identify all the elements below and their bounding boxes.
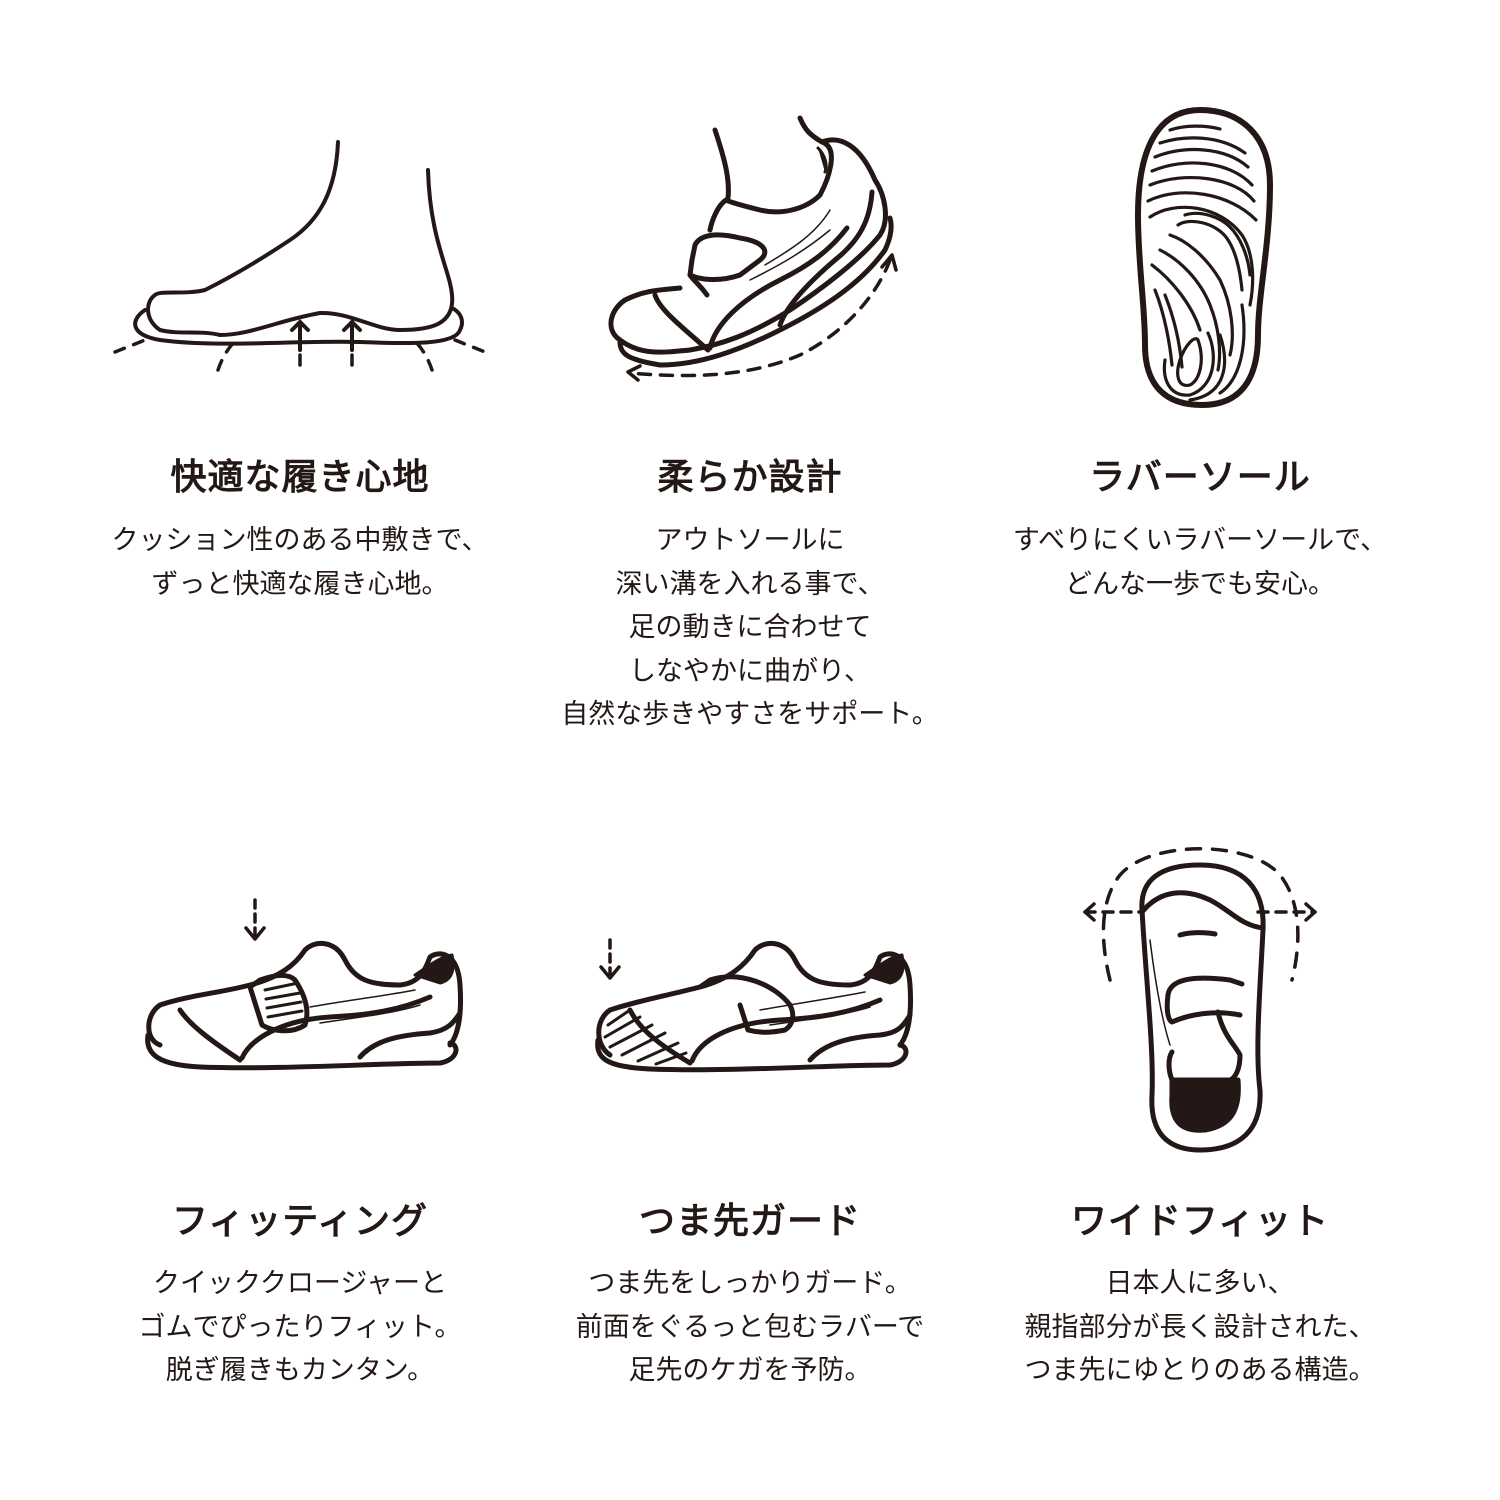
feature-title: 柔らか設計 [657, 457, 843, 498]
rubber-sole-icon [1134, 106, 1274, 409]
wide-fit-shoe-icon [1083, 847, 1317, 1153]
feature-flexible: 柔らか設計 アウトソールに 深い溝を入れる事で、 足の動きに合わせて しなやかに… [510, 0, 990, 740]
feature-description: クイッククロージャーと ゴムでぴったりフィット。 脱ぎ履きもカンタン。 [138, 1268, 462, 1386]
feature-description: 日本人に多い、 親指部分が長く設計された、 つま先にゆとりのある構造。 [1024, 1268, 1376, 1386]
feature-description: つま先をしっかりガード。 前面をぐるっと包むラバーで 足先のケガを予防。 [575, 1268, 925, 1386]
velcro-strap-shoe-icon [145, 898, 463, 1071]
feature-toe-guard: つま先ガード つま先をしっかりガード。 前面をぐるっと包むラバーで 足先のケガを… [510, 0, 990, 1400]
feature-description: クッション性のある中敷きで、 ずっと快適な履き心地。 [111, 525, 489, 600]
flexible-shoe-icon [608, 115, 898, 382]
feature-wide-fit: ワイドフィット 日本人に多い、 親指部分が長く設計された、 つま先にゆとりのある… [960, 0, 1440, 1400]
feature-description: すべりにくいラバーソールで、 どんな一歩でも安心。 [1012, 525, 1388, 600]
feature-description: アウトソールに 深い溝を入れる事で、 足の動きに合わせて しなやかに曲がり、 自… [561, 525, 939, 730]
feature-rubber-sole: ラバーソール すべりにくいラバーソールで、 どんな一歩でも安心。 [960, 0, 1440, 620]
feature-title: つま先ガード [638, 1201, 861, 1242]
feature-title: ワイドフィット [1070, 1201, 1330, 1242]
feature-title: ラバーソール [1089, 457, 1311, 498]
feature-title: 快適な履き心地 [170, 457, 430, 498]
feature-title: フィッティング [171, 1201, 429, 1242]
foot-cushion-icon [113, 140, 487, 372]
feature-comfort: 快適な履き心地 クッション性のある中敷きで、 ずっと快適な履き心地。 [60, 0, 540, 620]
feature-fitting: フィッティング クイッククロージャーと ゴムでぴったりフィット。 脱ぎ履きもカン… [60, 0, 540, 1400]
toe-guard-shoe-icon [595, 938, 913, 1073]
